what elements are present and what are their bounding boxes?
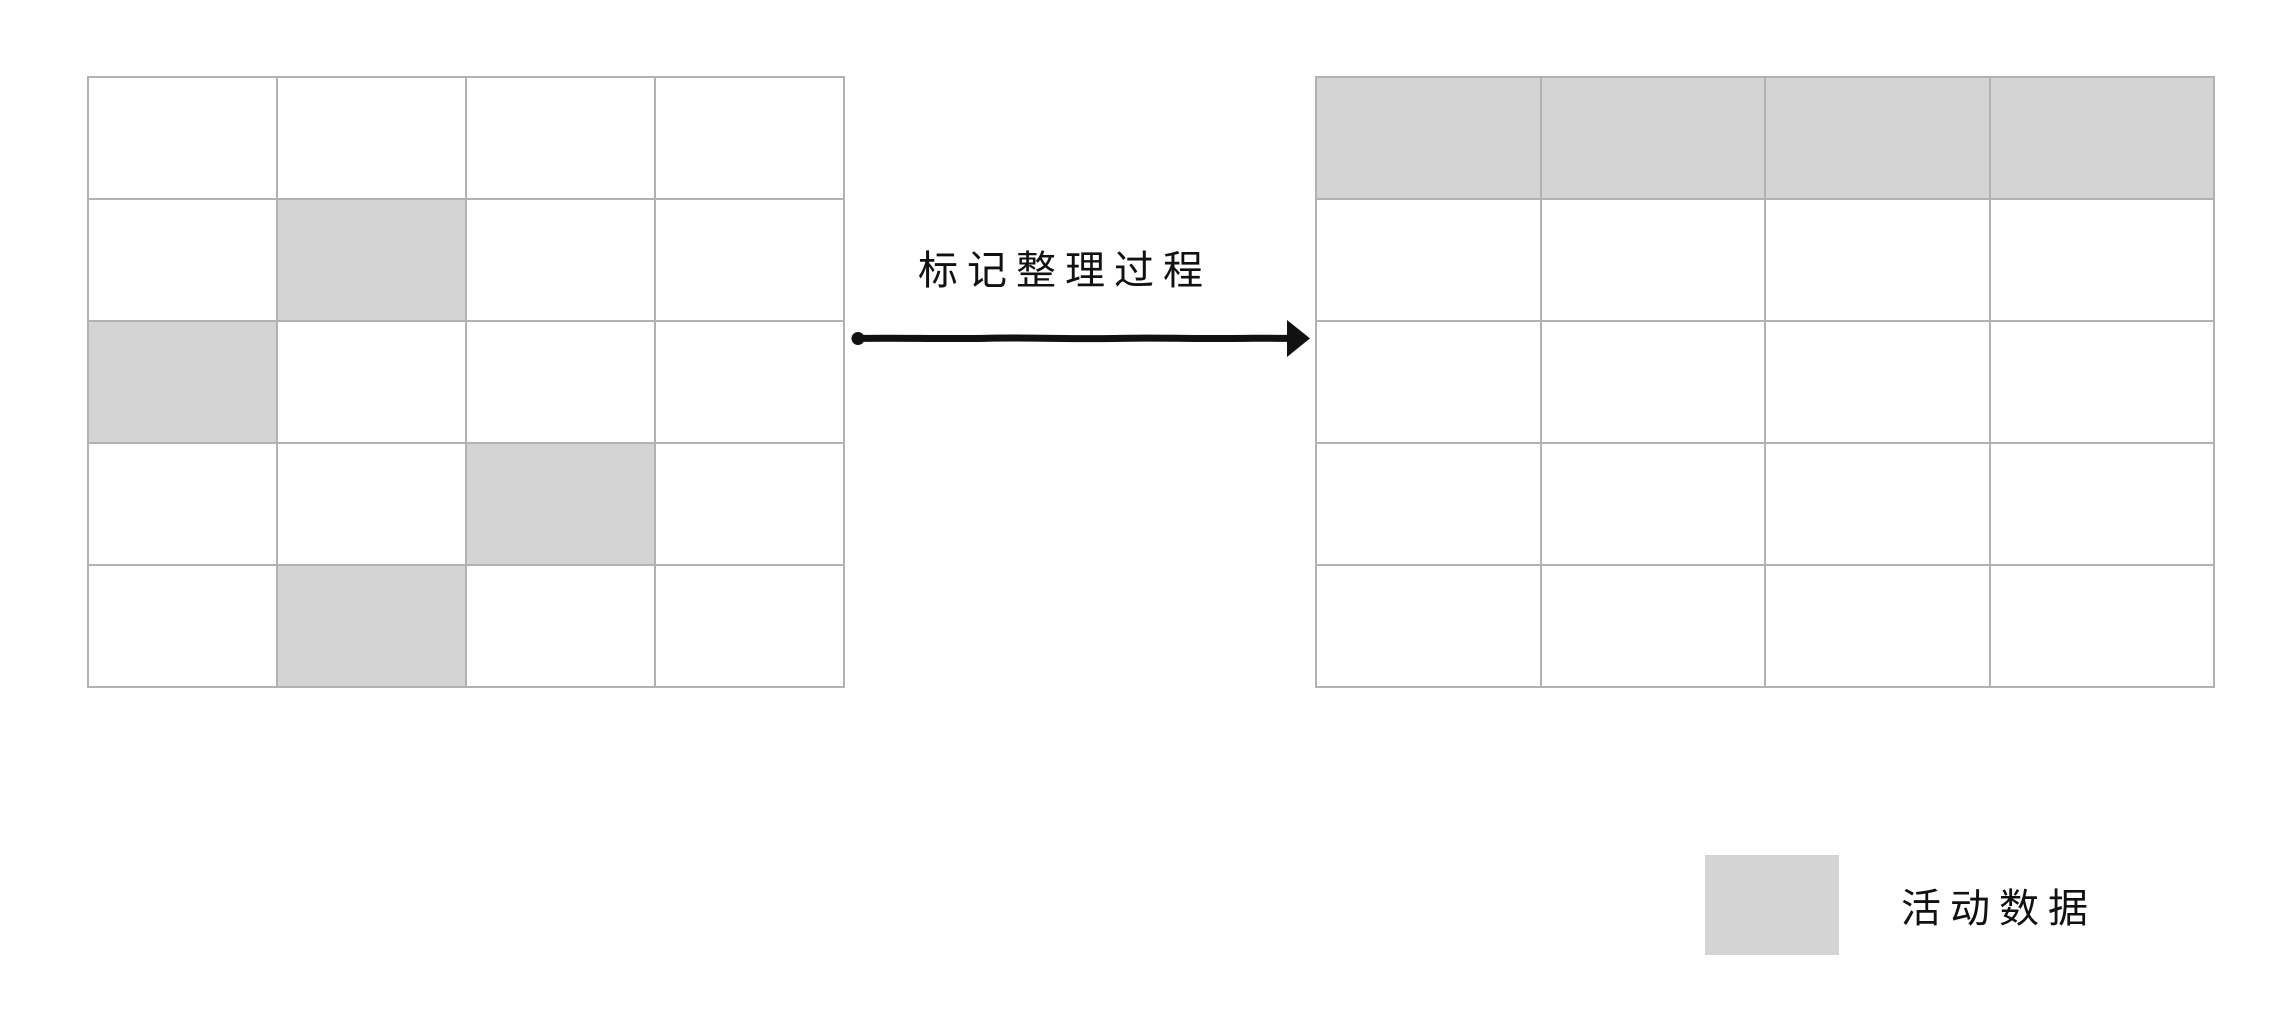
after-cell-r3-c1	[1317, 322, 1542, 444]
heap-before-compaction-grid	[87, 76, 845, 688]
after-cell-r5-c2	[1541, 566, 1766, 688]
before-cell-r5-c1	[89, 566, 278, 688]
before-cell-r4-c4	[656, 444, 845, 566]
after-cell-r5-c4	[1990, 566, 2215, 688]
after-cell-r2-c2	[1541, 200, 1766, 322]
before-cell-r2-c2	[278, 200, 467, 322]
before-cell-r1-c1	[89, 78, 278, 200]
before-cell-r2-c3	[467, 200, 656, 322]
legend-label-active-data: 活动数据	[1901, 886, 2097, 932]
before-cell-r4-c2	[278, 444, 467, 566]
after-cell-r4-c1	[1317, 444, 1542, 566]
after-cell-r2-c3	[1766, 200, 1991, 322]
before-cell-r1-c2	[278, 78, 467, 200]
after-cell-r1-c1	[1317, 78, 1542, 200]
after-cell-r1-c3	[1766, 78, 1991, 200]
before-cell-r2-c4	[656, 200, 845, 322]
before-cell-r3-c3	[467, 322, 656, 444]
after-cell-r3-c4	[1990, 322, 2215, 444]
after-cell-r2-c1	[1317, 200, 1542, 322]
after-cell-r5-c1	[1317, 566, 1542, 688]
legend: 活动数据	[1705, 855, 2097, 955]
heap-after-compaction-grid	[1315, 76, 2215, 688]
after-cell-r4-c2	[1541, 444, 1766, 566]
after-cell-r2-c4	[1990, 200, 2215, 322]
before-cell-r4-c3	[467, 444, 656, 566]
after-cell-r1-c4	[1990, 78, 2215, 200]
process-label: 标记整理过程	[918, 248, 1212, 294]
before-cell-r4-c1	[89, 444, 278, 566]
before-cell-r3-c2	[278, 322, 467, 444]
before-cell-r1-c4	[656, 78, 845, 200]
after-cell-r4-c3	[1766, 444, 1991, 566]
before-cell-r3-c4	[656, 322, 845, 444]
before-cell-r5-c2	[278, 566, 467, 688]
right-arrow-icon	[851, 320, 1310, 357]
after-cell-r4-c4	[1990, 444, 2215, 566]
before-cell-r2-c1	[89, 200, 278, 322]
before-cell-r5-c4	[656, 566, 845, 688]
after-cell-r3-c3	[1766, 322, 1991, 444]
after-cell-r3-c2	[1541, 322, 1766, 444]
after-cell-r1-c2	[1541, 78, 1766, 200]
after-cell-r5-c3	[1766, 566, 1991, 688]
legend-swatch-active-data	[1705, 855, 1839, 955]
before-cell-r1-c3	[467, 78, 656, 200]
before-cell-r3-c1	[89, 322, 278, 444]
before-cell-r5-c3	[467, 566, 656, 688]
